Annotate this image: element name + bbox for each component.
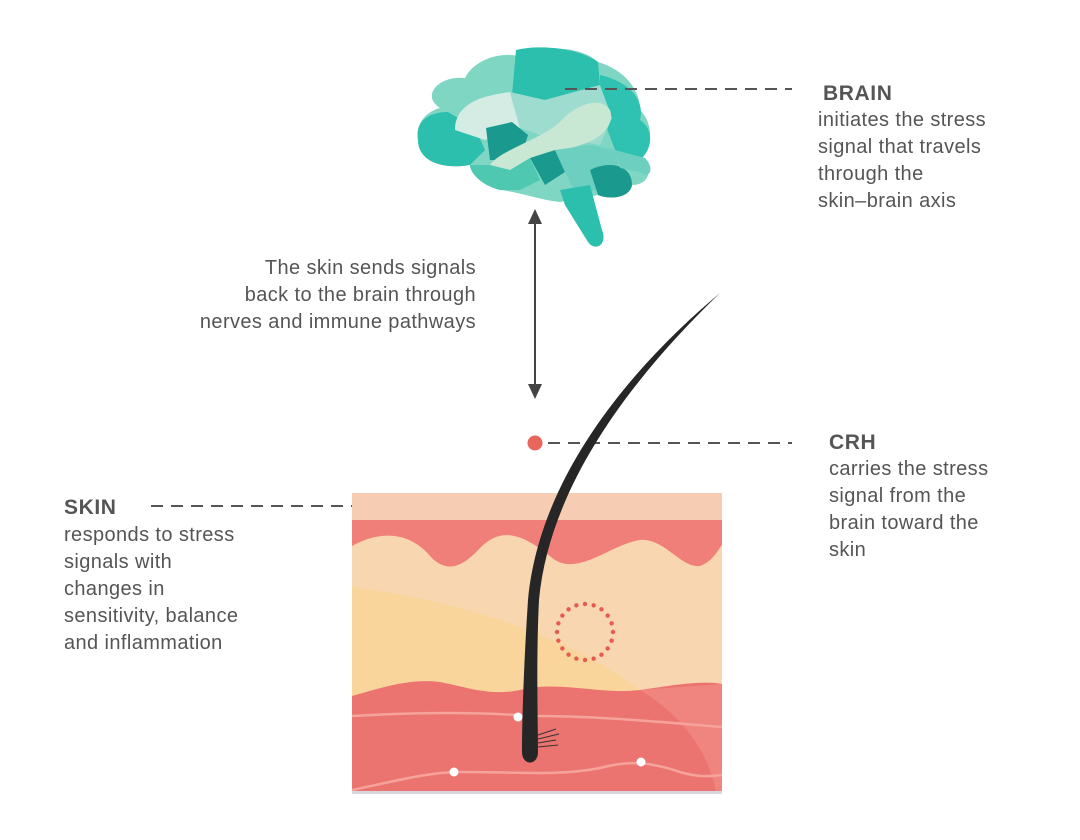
- skin-desc-line: and inflammation: [64, 632, 223, 654]
- ring-dot: [566, 607, 571, 612]
- ring-dot: [582, 601, 588, 607]
- ring-dot: [560, 646, 565, 651]
- nerve-ending-dot: [449, 767, 459, 777]
- brain-illustration: [417, 47, 651, 247]
- ring-dot: [609, 621, 614, 626]
- ring-dot: [599, 652, 604, 657]
- ring-dot: [554, 629, 560, 635]
- ring-dot: [591, 656, 596, 661]
- nerve-line: [352, 761, 722, 792]
- skin-cross-section: [352, 493, 722, 792]
- brain-title: BRAIN: [823, 82, 893, 105]
- skin-title: SKIN: [64, 496, 117, 519]
- bidirectional-arrow: [528, 209, 542, 399]
- skin-desc-line: changes in: [64, 578, 165, 600]
- crh-desc-line: brain toward the: [829, 512, 979, 534]
- ring-dot: [605, 613, 610, 618]
- ring-dot: [610, 629, 616, 635]
- feedback-desc-line: back to the brain through: [245, 284, 476, 306]
- inflammation-dotted-circle: [554, 601, 616, 663]
- ring-dot: [599, 607, 604, 612]
- skin-desc-line: sensitivity, balance: [64, 605, 238, 627]
- crh-desc-line: skin: [829, 539, 866, 561]
- feedback-label-group: The skin sends signals back to the brain…: [200, 257, 476, 333]
- skin-base-shadow: [352, 791, 722, 794]
- ring-dot: [582, 657, 588, 663]
- hair-follicle: [522, 293, 720, 763]
- brain-label-group: BRAIN initiates the stress signal that t…: [818, 82, 986, 212]
- feedback-desc-line: nerves and immune pathways: [200, 311, 476, 333]
- skin-desc-line: responds to stress: [64, 524, 235, 546]
- crh-desc-line: signal from the: [829, 485, 966, 507]
- nerve-ending-dot: [513, 712, 523, 722]
- skin-desc-line: signals with: [64, 551, 172, 573]
- crh-title: CRH: [829, 431, 876, 454]
- ring-dot: [556, 621, 561, 626]
- feedback-desc-line: The skin sends signals: [265, 257, 476, 279]
- epidermis-layer: [352, 493, 722, 520]
- crh-dot: [527, 435, 543, 451]
- ring-dot: [556, 638, 561, 643]
- ring-dot: [609, 638, 614, 643]
- ring-dot: [574, 656, 579, 661]
- brain-desc-line: skin–brain axis: [818, 190, 956, 212]
- brain-desc-line: through the: [818, 163, 924, 185]
- ring-dot: [574, 603, 579, 608]
- crh-label-group: CRH carries the stress signal from the b…: [829, 431, 988, 561]
- skin-label-group: SKIN responds to stress signals with cha…: [64, 496, 238, 654]
- brain-desc-line: signal that travels: [818, 136, 981, 158]
- ring-dot: [566, 652, 571, 657]
- ring-dot: [560, 613, 565, 618]
- crh-desc-line: carries the stress: [829, 458, 988, 480]
- brain-desc-line: initiates the stress: [818, 109, 986, 131]
- ring-dot: [605, 646, 610, 651]
- nerve-ending-dot: [636, 757, 646, 767]
- ring-dot: [591, 603, 596, 608]
